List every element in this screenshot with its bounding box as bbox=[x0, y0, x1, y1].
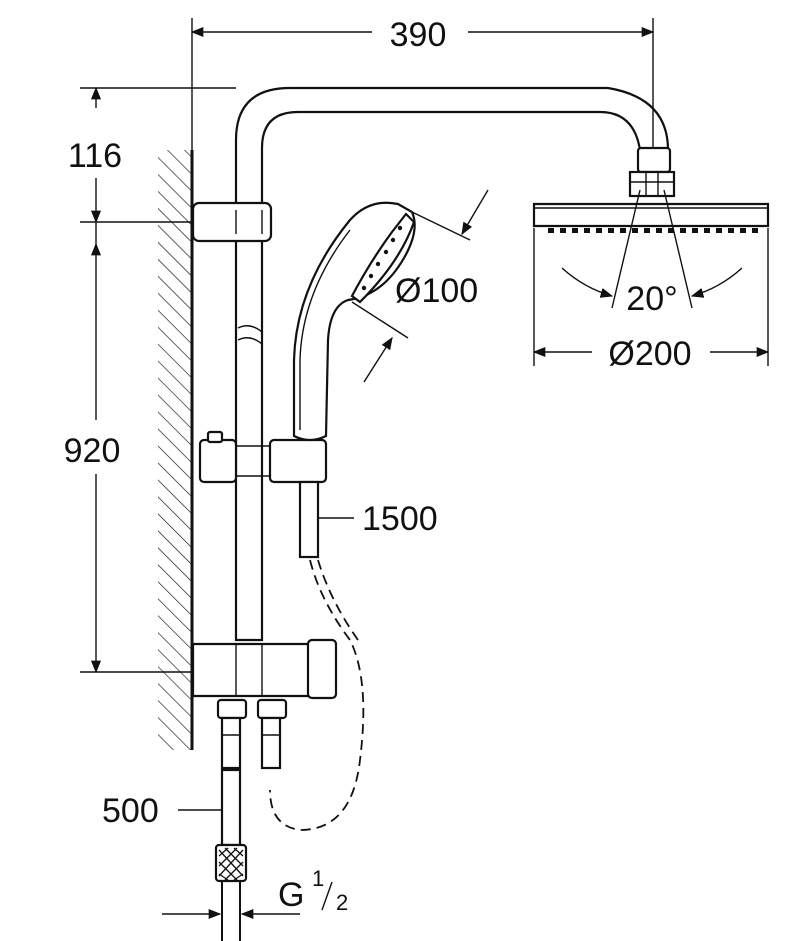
nozzle-mark bbox=[548, 228, 554, 233]
thread-denominator: 2 bbox=[336, 890, 348, 915]
hand-shower-holder bbox=[198, 430, 328, 484]
nozzle-mark bbox=[668, 228, 674, 233]
nozzle-mark bbox=[620, 228, 626, 233]
thermostat-body bbox=[191, 638, 338, 700]
dimension-thread: G 1 2 bbox=[162, 866, 348, 920]
dimension-920-label: 920 bbox=[64, 432, 121, 470]
dimension-116: 116 bbox=[68, 86, 236, 224]
nozzle-mark bbox=[740, 228, 746, 233]
nozzle-mark bbox=[584, 228, 590, 233]
nozzle-mark bbox=[704, 228, 710, 233]
nozzle-mark bbox=[680, 228, 686, 233]
dimension-390-label: 390 bbox=[390, 16, 447, 54]
dimension-500-label: 500 bbox=[102, 792, 159, 830]
dimension-tilt: 20° bbox=[561, 189, 743, 318]
nozzle-mark bbox=[752, 228, 758, 233]
rail-notch bbox=[237, 325, 263, 345]
nozzle-mark bbox=[608, 228, 614, 233]
head-shower bbox=[532, 146, 770, 233]
dimension-116-label: 116 bbox=[68, 137, 122, 175]
dimension-d100-label: Ø100 bbox=[395, 272, 478, 310]
dimension-d100: Ø100 bbox=[351, 189, 489, 383]
supply-hose bbox=[214, 768, 248, 941]
nozzle-mark bbox=[632, 228, 638, 233]
wall bbox=[158, 18, 194, 750]
nozzle-mark bbox=[644, 228, 650, 233]
nozzle-mark bbox=[560, 228, 566, 233]
dimension-1500: 1500 bbox=[318, 500, 438, 538]
dimension-920: 920 bbox=[64, 222, 192, 674]
nozzle-mark bbox=[596, 228, 602, 233]
wall-bracket-top bbox=[191, 201, 273, 243]
dimension-tilt-label: 20° bbox=[626, 280, 677, 318]
nozzle-mark bbox=[656, 228, 662, 233]
nozzle-mark bbox=[728, 228, 734, 233]
dimension-d200-label: Ø200 bbox=[608, 335, 691, 373]
dimension-390: 390 bbox=[190, 16, 655, 148]
dimension-d200: Ø200 bbox=[532, 228, 770, 373]
hand-shower bbox=[292, 201, 416, 442]
inlet-connectors bbox=[216, 698, 288, 770]
thread-numerator: 1 bbox=[312, 866, 324, 891]
dimension-500: 500 bbox=[102, 792, 222, 830]
nozzle-mark bbox=[572, 228, 578, 233]
nozzle-mark bbox=[716, 228, 722, 233]
thread-g-label: G bbox=[278, 876, 304, 914]
nozzle-mark bbox=[692, 228, 698, 233]
dimension-1500-label: 1500 bbox=[362, 500, 438, 538]
shower-hose bbox=[269, 480, 365, 831]
